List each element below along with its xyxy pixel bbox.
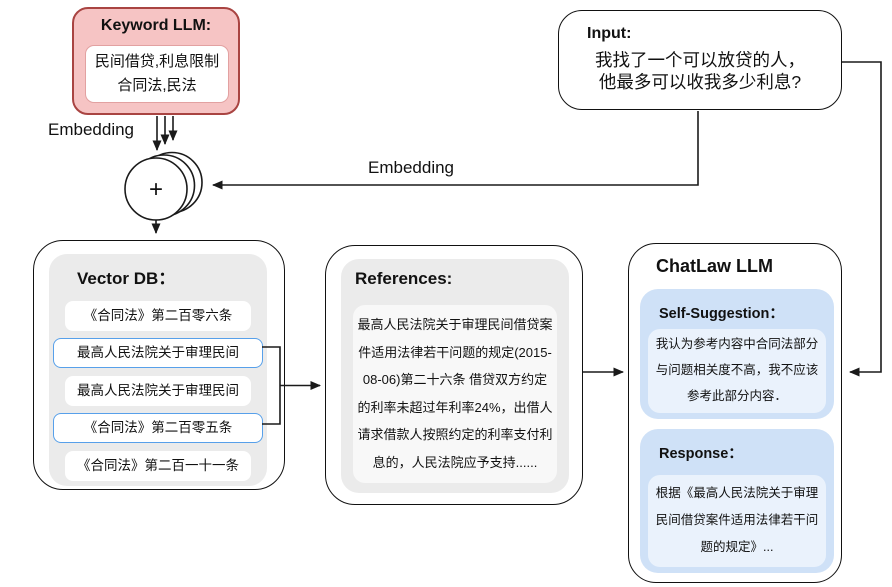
references-text: 最高人民法院关于审理民间借贷案 件适用法律若干问题的规定(2015- 08-06… bbox=[353, 305, 557, 483]
vector-db-item-highlighted: 最高人民法院关于审理民间 bbox=[53, 338, 263, 368]
self-suggestion-text: 我认为参考内容中合同法部分 与问题相关度不高，我不应该 参考此部分内容． bbox=[648, 329, 826, 413]
chatlaw-llm-box: ChatLaw LLM Self-Suggestion： 我认为参考内容中合同法… bbox=[628, 243, 842, 583]
chatlaw-llm-title: ChatLaw LLM bbox=[656, 256, 773, 276]
references-panel: References: 最高人民法院关于审理民间借贷案 件适用法律若干问题的规定… bbox=[341, 259, 569, 493]
vector-db-box: Vector DB： 《合同法》第二百零六条 最高人民法院关于审理民间 最高人民… bbox=[33, 240, 285, 490]
vector-db-item-highlighted: 《合同法》第二百零五条 bbox=[53, 413, 263, 443]
plus-sign: + bbox=[149, 176, 163, 203]
response-text: 根据《最高人民法院关于审理 民间借贷案件适用法律若干问 题的规定》... bbox=[648, 475, 826, 567]
vector-db-item: 《合同法》第二百零六条 bbox=[65, 301, 251, 331]
embedding-stack-circle-front bbox=[124, 157, 188, 221]
input-text: 我找了一个可以放贷的人， 他最多可以收我多少利息? bbox=[595, 50, 805, 92]
embedding-label-right: Embedding bbox=[368, 158, 455, 177]
response-bubble: Response： 根据《最高人民法院关于审理 民间借贷案件适用法律若干问 题的… bbox=[640, 429, 834, 573]
input-embedding-arrow bbox=[212, 111, 699, 190]
input-to-chatlaw-arrow bbox=[842, 61, 882, 377]
keyword-llm-title: Keyword LLM: bbox=[100, 17, 212, 34]
self-suggestion-bubble: Self-Suggestion： 我认为参考内容中合同法部分 与问题相关度不高，… bbox=[640, 289, 834, 419]
embedding-stack-circle-mid bbox=[132, 154, 196, 217]
references-title: References: bbox=[355, 269, 453, 288]
self-suggestion-title: Self-Suggestion： bbox=[659, 306, 784, 322]
vector-db-title: Vector DB： bbox=[77, 269, 176, 288]
input-title: Input: bbox=[587, 25, 632, 42]
vector-db-panel: Vector DB： 《合同法》第二百零六条 最高人民法院关于审理民间 最高人民… bbox=[49, 254, 267, 486]
embedding-label-left: Embedding bbox=[48, 120, 135, 139]
keyword-llm-keywords: 民间借贷,利息限制 合同法,民法 bbox=[85, 45, 229, 103]
vector-db-item: 最高人民法院关于审理民间 bbox=[65, 376, 251, 406]
embedding-stack-circle-back bbox=[141, 151, 203, 214]
keyword-llm-box: Keyword LLM: 民间借贷,利息限制 合同法,民法 bbox=[72, 7, 240, 115]
vector-db-item: 《合同法》第二百一十一条 bbox=[65, 451, 251, 481]
response-title: Response： bbox=[659, 446, 743, 462]
references-box: References: 最高人民法院关于审理民间借贷案 件适用法律若干问题的规定… bbox=[325, 245, 583, 505]
input-box: Input: 我找了一个可以放贷的人， 他最多可以收我多少利息? bbox=[558, 10, 842, 110]
